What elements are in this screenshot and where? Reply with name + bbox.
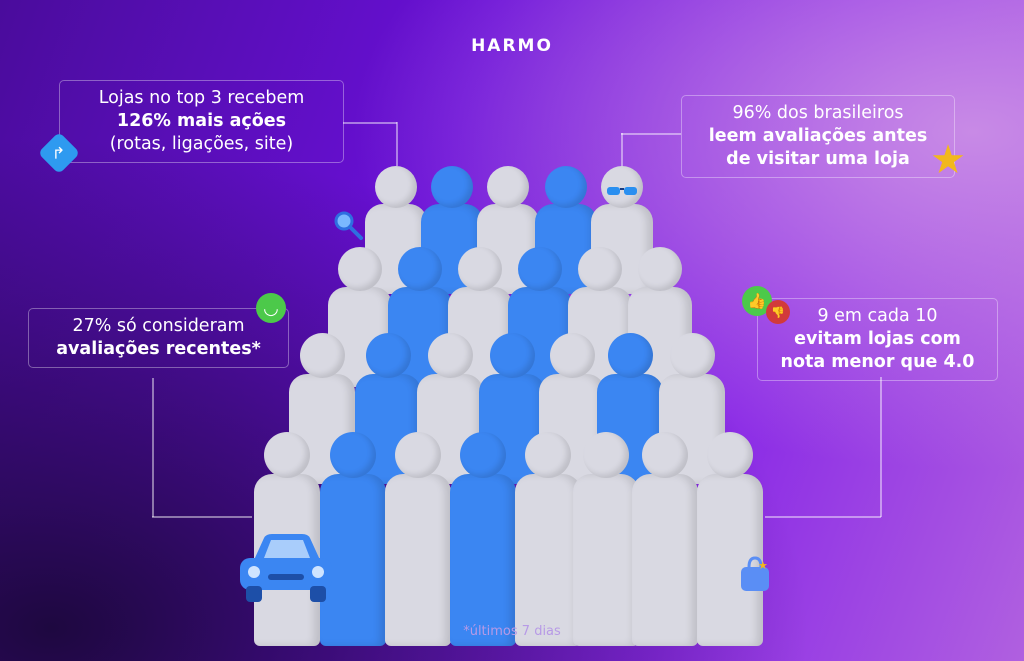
person-head — [395, 432, 441, 478]
person-head — [638, 247, 682, 291]
person-head — [338, 247, 382, 291]
logo: HARMO — [471, 36, 553, 56]
stat-box-27: 27% só consideram avaliações recentes* — [28, 308, 289, 368]
star-icon: ★ — [930, 137, 966, 183]
svg-text:★: ★ — [758, 559, 768, 572]
person-head — [583, 432, 629, 478]
person-head — [525, 432, 571, 478]
connector — [343, 122, 397, 124]
person-body — [320, 474, 386, 646]
stat-box-96: 96% dos brasileiros leem avaliações ante… — [681, 95, 955, 178]
magnifier-icon — [333, 210, 363, 240]
person-body — [632, 474, 698, 646]
stat-text: 96% dos brasileiros — [732, 103, 904, 123]
car-icon — [236, 530, 336, 605]
person-head — [375, 166, 417, 208]
person-head — [299, 333, 345, 378]
person-head — [549, 333, 595, 378]
connector — [621, 133, 623, 167]
person-head — [427, 333, 473, 378]
connector — [621, 133, 681, 135]
connector — [152, 516, 252, 518]
stat-box-top3: Lojas no top 3 recebem 126% mais ações (… — [59, 80, 344, 163]
person-head — [487, 166, 529, 208]
connector — [765, 516, 881, 518]
person-head — [460, 432, 506, 478]
stat-text: (rotas, ligações, site) — [109, 134, 294, 154]
stat-highlight: leem avaliações antes — [708, 126, 928, 146]
person-head — [264, 432, 310, 478]
person-body — [450, 474, 516, 646]
stat-text: 27% só consideram — [72, 316, 245, 336]
stat-highlight: de visitar uma loja — [726, 149, 910, 169]
person-head — [518, 247, 562, 291]
person-head — [431, 166, 473, 208]
person-head — [489, 333, 535, 378]
stat-highlight: evitam lojas com — [794, 329, 961, 349]
person-head — [365, 333, 411, 378]
stat-highlight: avaliações recentes* — [56, 339, 261, 359]
footnote: *últimos 7 dias — [463, 624, 561, 639]
person-head — [330, 432, 376, 478]
connector — [880, 377, 882, 517]
person-head — [707, 432, 753, 478]
person-head — [601, 166, 643, 208]
stat-highlight: 126% mais ações — [116, 111, 287, 131]
person-body — [515, 474, 581, 646]
person-head — [642, 432, 688, 478]
person-head — [669, 333, 715, 378]
stat-highlight: nota menor que 4.0 — [780, 352, 975, 372]
stat-box-9in10: 9 em cada 10 evitam lojas com nota menor… — [757, 298, 998, 381]
shopping-bag-icon: ★ — [738, 555, 772, 593]
sunglasses-icon — [606, 181, 638, 195]
connector — [396, 122, 398, 166]
person-head — [458, 247, 502, 291]
person-head — [578, 247, 622, 291]
person-body — [573, 474, 639, 646]
person-head — [398, 247, 442, 291]
person-head — [607, 333, 653, 378]
thumbs-down-icon: 👎 — [766, 300, 790, 324]
person-head — [545, 166, 587, 208]
stat-text: 9 em cada 10 — [817, 306, 938, 326]
stat-text: Lojas no top 3 recebem — [98, 88, 305, 108]
person-body — [385, 474, 451, 646]
connector — [152, 378, 154, 517]
smiley-icon: ◡ — [256, 293, 286, 323]
